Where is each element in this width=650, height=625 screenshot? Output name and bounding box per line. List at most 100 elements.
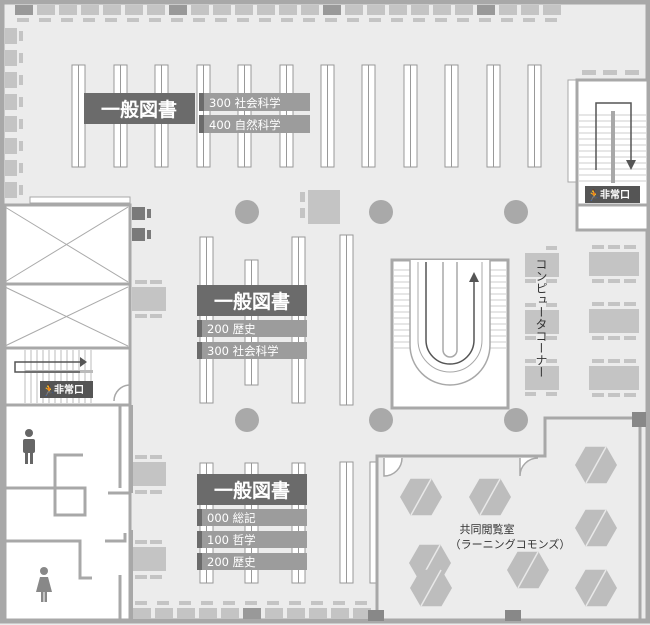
table-split — [585, 446, 607, 484]
chair — [608, 245, 620, 249]
seat — [289, 601, 301, 605]
column — [235, 200, 259, 224]
table-split — [479, 478, 501, 516]
class-label: 200 歴史 — [207, 322, 256, 336]
seat — [353, 608, 371, 619]
class-label: 300 社会科学 — [207, 344, 279, 358]
seat — [5, 94, 17, 110]
seat — [521, 5, 539, 15]
seat — [245, 601, 257, 605]
running-man-icon: 🏃 — [587, 189, 601, 202]
seat — [39, 18, 51, 22]
seat — [221, 608, 239, 619]
door — [113, 384, 131, 402]
seat — [133, 608, 151, 619]
exit-label: 非常口 — [54, 383, 84, 396]
seat — [281, 18, 293, 22]
right-emergency-stairs: 🏃 非常口 — [567, 70, 650, 232]
seat — [169, 5, 187, 15]
class-label: 100 哲学 — [207, 533, 256, 547]
central-staircase — [390, 258, 510, 410]
door — [383, 457, 403, 477]
seat — [125, 5, 143, 15]
seat — [147, 5, 165, 15]
chair — [608, 279, 620, 283]
elevator-void — [3, 196, 132, 350]
seat — [389, 5, 407, 15]
computer-corner — [525, 245, 639, 397]
seat — [199, 608, 217, 619]
seat — [201, 601, 213, 605]
seat — [213, 5, 231, 15]
seat — [523, 18, 535, 22]
class-label: 400 自然科学 — [209, 118, 281, 132]
seat — [61, 18, 73, 22]
seat — [257, 5, 275, 15]
seat — [37, 5, 55, 15]
seat — [191, 5, 209, 15]
seat — [303, 18, 315, 22]
seat — [355, 601, 367, 605]
category-label: 一般図書 — [214, 290, 290, 313]
running-man-icon: 🏃 — [42, 384, 56, 397]
seat — [5, 116, 17, 132]
chair — [624, 245, 636, 249]
seat — [105, 18, 117, 22]
seat — [391, 18, 403, 22]
learning-commons: 共同閲覧室 （ラーニングコモンズ） — [375, 412, 646, 620]
table-split — [410, 478, 432, 516]
seat — [81, 5, 99, 15]
seat — [17, 18, 29, 22]
table-split — [420, 569, 442, 607]
column — [369, 200, 393, 224]
seat — [135, 601, 147, 605]
seat — [19, 119, 23, 129]
seat — [19, 163, 23, 173]
chair — [592, 393, 604, 397]
chair — [624, 302, 636, 306]
exit-label: 非常口 — [600, 188, 630, 201]
seat — [333, 601, 345, 605]
chair — [592, 279, 604, 283]
door — [519, 457, 539, 477]
exit-sign — [40, 381, 93, 398]
seat — [543, 5, 561, 15]
seat — [5, 160, 17, 176]
seat — [19, 53, 23, 63]
seat — [155, 608, 173, 619]
table-split — [585, 509, 607, 547]
column — [235, 408, 259, 432]
category-label: 一般図書 — [101, 98, 177, 121]
left-emergency-stairs: 非常口 🏃 — [3, 346, 132, 407]
chair — [624, 359, 636, 363]
perimeter-seats — [5, 5, 561, 619]
tables — [132, 190, 340, 579]
seat — [19, 141, 23, 151]
seat — [259, 18, 271, 22]
seat — [193, 18, 205, 22]
seat — [19, 185, 23, 195]
seat — [413, 18, 425, 22]
category-label: 一般図書 — [214, 479, 290, 502]
chair — [624, 393, 636, 397]
columns — [235, 200, 528, 432]
seat — [15, 5, 33, 15]
seat — [223, 601, 235, 605]
chair — [592, 336, 604, 340]
seat — [479, 18, 491, 22]
seat — [19, 75, 23, 85]
seat — [331, 608, 349, 619]
seat — [157, 601, 169, 605]
seat — [309, 608, 327, 619]
restrooms — [3, 403, 132, 622]
seat — [237, 18, 249, 22]
chair — [624, 336, 636, 340]
seat — [433, 5, 451, 15]
seat — [301, 5, 319, 15]
seat — [5, 50, 17, 66]
seat — [215, 18, 227, 22]
column — [504, 408, 528, 432]
chair — [608, 336, 620, 340]
seat — [171, 18, 183, 22]
